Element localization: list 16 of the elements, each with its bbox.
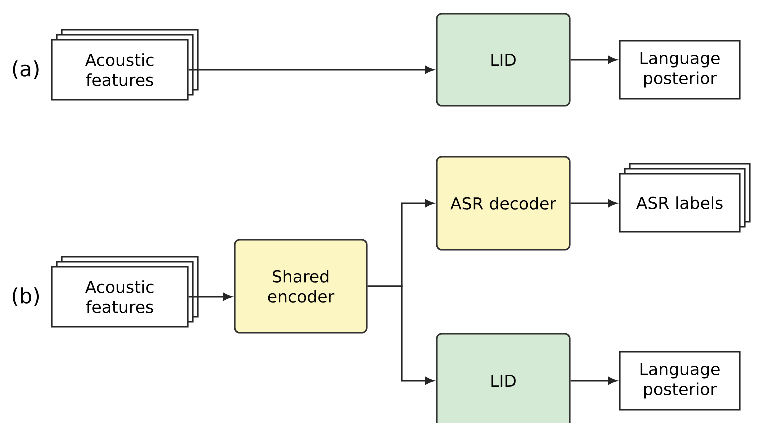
arrow [570, 377, 617, 385]
stacked-box: ASR labels [619, 163, 751, 233]
arrow [570, 200, 617, 208]
output-box: Language posterior [619, 40, 741, 100]
arrow [188, 293, 232, 301]
arrow [368, 286, 434, 385]
stacked-box: Acoustic features [51, 256, 199, 328]
process-box: LID [436, 333, 571, 423]
process-box: Shared encoder [234, 239, 368, 334]
stacked-box: Acoustic features [51, 29, 199, 101]
panel-label: (b) [12, 288, 40, 306]
process-box: LID [436, 13, 571, 107]
arrow [188, 66, 434, 74]
arrow [570, 56, 617, 64]
output-box: Language posterior [619, 351, 741, 411]
process-box: ASR decoder [436, 156, 571, 251]
